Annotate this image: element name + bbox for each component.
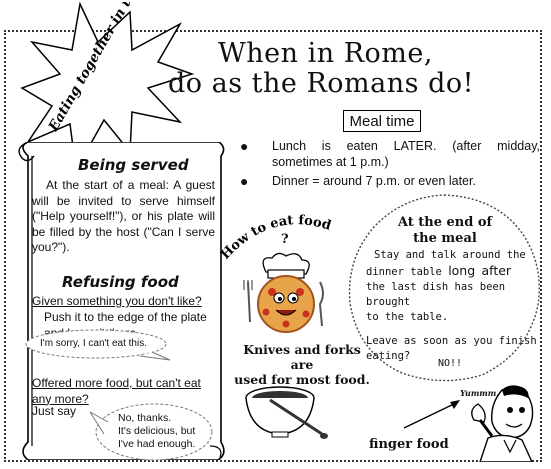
yummm-text: Yummm... <box>460 388 505 398</box>
chef-pizza-icon <box>243 252 324 333</box>
arrow-icon <box>403 400 460 429</box>
refusing-q2: Offered more food, but can't eat any mor… <box>32 376 201 406</box>
list-item: ● Dinner = around 7 p.m. or even later. <box>240 173 540 189</box>
man-eating-icon <box>471 385 534 462</box>
question-mark: ? <box>281 232 289 247</box>
refusing-q1: Given something you don't like? <box>32 294 202 308</box>
speech-bubble <box>25 329 171 361</box>
meal-time-item: Dinner = around 7 p.m. or even later. <box>272 174 476 188</box>
page-frame <box>4 30 542 462</box>
meal-time-list: ● Lunch is eaten LATER. (after midday, s… <box>240 138 540 192</box>
no-text: NO!! <box>438 358 463 369</box>
bubble-text: I'm sorry, I can't eat this. <box>40 338 147 349</box>
being-served-heading: Being served <box>78 156 189 174</box>
meal-time-item: Lunch is eaten LATER. (after midday, som… <box>272 139 540 169</box>
end-of-meal-circle <box>348 194 540 382</box>
end-of-meal-heading: At the end of the meal <box>397 215 493 246</box>
finger-food-label: finger food <box>369 437 449 452</box>
starburst-badge: Eating together in the West <box>20 2 195 172</box>
soup-bowl-icon <box>245 386 328 439</box>
bullet-icon: ● <box>240 138 249 154</box>
knives-forks-text: Knives and forks are used for most food. <box>234 342 370 387</box>
page-title-line1: When in Rome, <box>218 38 433 69</box>
page-title-line2: do as the Romans do! <box>168 68 474 99</box>
bullet-icon: ● <box>240 173 249 189</box>
meal-time-label: Meal time <box>343 110 421 132</box>
list-item: ● Lunch is eaten LATER. (after midday, s… <box>240 138 540 170</box>
bubble-text: No, thanks. It's delicious, but I've had… <box>118 412 196 450</box>
speech-bubble <box>89 403 213 461</box>
end-of-meal-text: Stay and talk around the dinner table lo… <box>366 249 537 362</box>
refusing-a2: Just say <box>32 404 77 418</box>
refusing-food-heading: Refusing food <box>62 273 179 291</box>
scroll-panel <box>18 142 225 460</box>
being-served-body: At the start of a meal: A guest will be … <box>32 178 215 254</box>
